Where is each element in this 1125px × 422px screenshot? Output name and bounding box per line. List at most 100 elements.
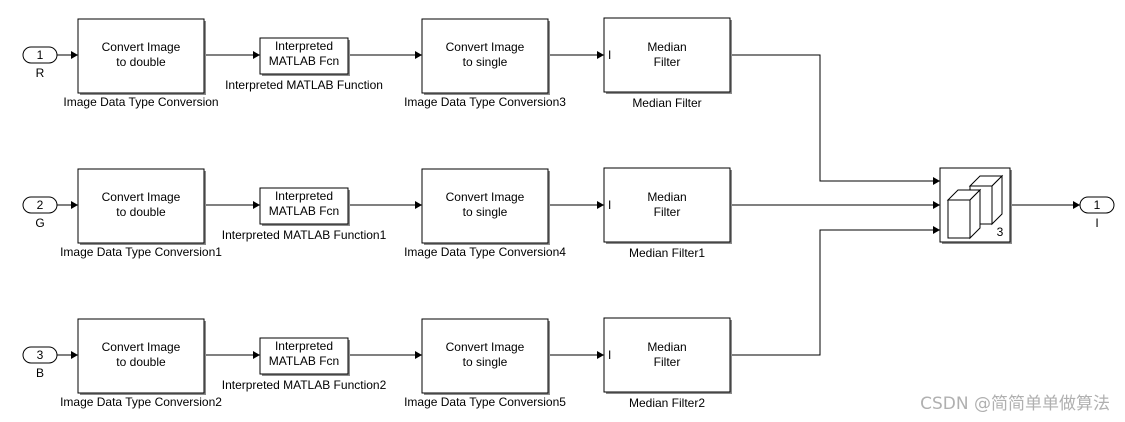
block-input-port-label: I xyxy=(608,48,611,62)
outport[interactable]: 1I xyxy=(1079,196,1115,230)
arrowhead xyxy=(933,177,940,185)
block-body xyxy=(421,318,549,394)
block-body xyxy=(603,167,731,243)
block-text-line1: Interpreted xyxy=(275,339,333,353)
block-body xyxy=(77,168,205,244)
block-text-line2: MATLAB Fcn xyxy=(269,54,339,68)
concatenate-dimension: 3 xyxy=(997,225,1004,239)
block-body xyxy=(77,18,205,94)
block-name: Interpreted MATLAB Function xyxy=(225,78,383,92)
block-body xyxy=(603,317,731,393)
signal-lines xyxy=(57,51,1080,359)
block-body xyxy=(603,17,731,93)
block-body xyxy=(77,318,205,394)
port-label: I xyxy=(1095,216,1098,230)
block-name: Median Filter2 xyxy=(629,396,705,410)
block-body xyxy=(259,187,349,225)
block-body xyxy=(421,18,549,94)
port-number: 2 xyxy=(37,198,44,212)
block-text-line1: Convert Image xyxy=(446,190,525,204)
arrowhead xyxy=(415,201,422,209)
row-2-inport[interactable]: 2G xyxy=(22,196,58,230)
block-name: Image Data Type Conversion3 xyxy=(404,95,566,109)
block-name: Image Data Type Conversion2 xyxy=(60,395,222,409)
block-text-line2: to double xyxy=(116,205,166,219)
arrowhead xyxy=(253,351,260,359)
block-name: Image Data Type Conversion4 xyxy=(404,245,566,259)
port-number: 3 xyxy=(37,348,44,362)
block-text-line1: Interpreted xyxy=(275,39,333,53)
block-text-line1: Median xyxy=(647,340,686,354)
block-name: Interpreted MATLAB Function2 xyxy=(222,378,387,392)
port-oval xyxy=(22,46,58,64)
block-text-line2: to single xyxy=(463,355,508,369)
block-name: Image Data Type Conversion xyxy=(63,95,218,109)
block-text-line2: to double xyxy=(116,55,166,69)
row-1-inport[interactable]: 1R xyxy=(22,46,58,80)
arrowhead xyxy=(597,351,604,359)
block-text-line2: to single xyxy=(463,55,508,69)
block-text-line1: Median xyxy=(647,190,686,204)
block-text-line1: Convert Image xyxy=(446,340,525,354)
block-text-line2: to double xyxy=(116,355,166,369)
port-number: 1 xyxy=(37,48,44,62)
arrowhead xyxy=(415,351,422,359)
block-body xyxy=(259,37,349,75)
port-label: G xyxy=(35,216,44,230)
arrowhead xyxy=(1073,201,1080,209)
arrowhead xyxy=(253,201,260,209)
arrowhead xyxy=(71,351,78,359)
watermark: CSDN @简简单单做算法 xyxy=(920,394,1110,414)
block-name: Median Filter1 xyxy=(629,246,705,260)
block-body xyxy=(421,168,549,244)
arrowhead xyxy=(415,51,422,59)
concatenate-icon xyxy=(946,174,1004,240)
arrowhead xyxy=(71,51,78,59)
block-text-line1: Convert Image xyxy=(102,340,181,354)
block-input-port-label: I xyxy=(608,348,611,362)
block-text-line2: Filter xyxy=(654,205,681,219)
arrowhead xyxy=(933,226,940,234)
arrowhead xyxy=(597,51,604,59)
block-text-line2: to single xyxy=(463,205,508,219)
block-name: Median Filter xyxy=(632,96,701,110)
block-text-line1: Median xyxy=(647,40,686,54)
matrix-concatenate-block[interactable]: 3 xyxy=(939,167,1012,244)
block-text-line1: Convert Image xyxy=(446,40,525,54)
block-text-line2: Filter xyxy=(654,355,681,369)
port-oval xyxy=(22,196,58,214)
port-oval xyxy=(1079,196,1115,214)
block-text-line2: MATLAB Fcn xyxy=(269,204,339,218)
port-label: B xyxy=(36,366,44,380)
arrowhead xyxy=(253,51,260,59)
block-text-line1: Convert Image xyxy=(102,40,181,54)
block-text-line1: Interpreted xyxy=(275,189,333,203)
port-oval xyxy=(22,346,58,364)
block-text-line1: Convert Image xyxy=(102,190,181,204)
arrowhead xyxy=(933,201,940,209)
block-text-line2: MATLAB Fcn xyxy=(269,354,339,368)
block-body xyxy=(259,337,349,375)
block-text-line2: Filter xyxy=(654,55,681,69)
row-3-wire-to-concat xyxy=(732,229,940,356)
block-name: Interpreted MATLAB Function1 xyxy=(222,228,387,242)
block-name: Image Data Type Conversion5 xyxy=(404,395,566,409)
row-3-inport[interactable]: 3B xyxy=(22,346,58,380)
port-number: 1 xyxy=(1094,198,1101,212)
block-name: Image Data Type Conversion1 xyxy=(60,245,222,259)
arrowhead xyxy=(597,201,604,209)
